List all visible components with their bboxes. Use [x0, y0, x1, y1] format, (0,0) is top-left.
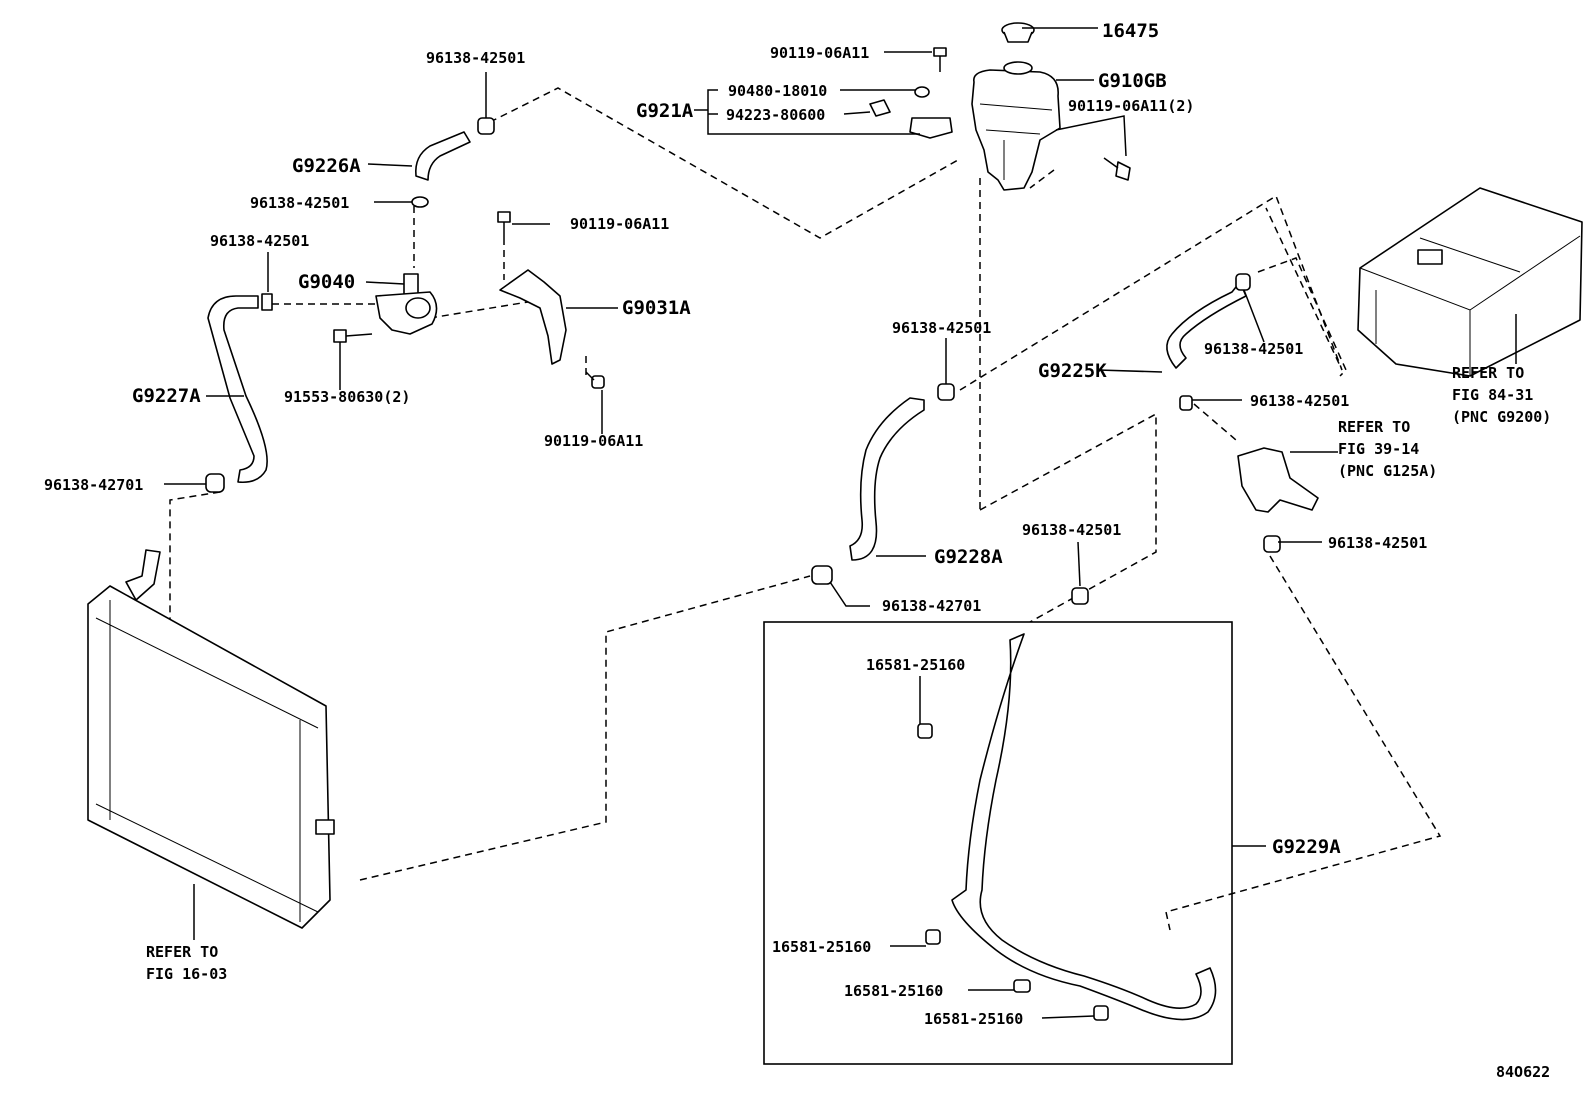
- label-clamp-inv-mid: 96138-42501: [1250, 392, 1349, 410]
- label-refer-pipe-1: REFER TO: [1338, 418, 1410, 436]
- label-clamp-42701-mid: 96138-42701: [882, 597, 981, 615]
- label-clip-4: 16581-25160: [924, 1010, 1023, 1028]
- label-g921a: G921A: [636, 100, 694, 122]
- bolt-90119-right: [1103, 157, 1131, 181]
- label-clip-2: 16581-25160: [772, 938, 871, 956]
- leader-lines: [164, 27, 1517, 1019]
- pipe-bracket: [1237, 447, 1319, 513]
- label-g9040: G9040: [298, 271, 355, 293]
- label-90480: 90480-18010: [728, 82, 827, 100]
- label-90119-bracket-bot: 90119-06A11: [544, 432, 643, 450]
- label-clamp-top: 96138-42501: [426, 49, 525, 67]
- bolt-91553: [333, 329, 373, 343]
- radiator: [87, 549, 335, 929]
- clip-2: [925, 929, 941, 945]
- hose-g9225k: [1166, 281, 1247, 369]
- bolt-90119-top: [933, 47, 947, 72]
- label-refer-inverter-1: REFER TO: [1452, 364, 1524, 382]
- label-g9031a: G9031A: [622, 297, 691, 319]
- label-clamp-g9228-top: 96138-42501: [892, 319, 991, 337]
- clamp-g9228-top: [937, 383, 955, 401]
- hose-g9229a: [951, 633, 1217, 1021]
- label-refer-pipe-3: (PNC G125A): [1338, 462, 1437, 480]
- inverter-assembly: [1357, 187, 1583, 377]
- label-clamp-box-top: 96138-42501: [1022, 521, 1121, 539]
- label-clamp-pipe-bottom: 96138-42501: [1328, 534, 1427, 552]
- label-clip-3: 16581-25160: [844, 982, 943, 1000]
- clamp-42701-left: [205, 473, 225, 493]
- water-pump: [375, 273, 438, 335]
- clamp-top: [477, 117, 495, 135]
- reservoir-tank: [971, 61, 1061, 191]
- label-90119-top: 90119-06A11: [770, 44, 869, 62]
- label-refer-inverter-3: (PNC G9200): [1452, 408, 1551, 426]
- clamp-pump-top: [411, 196, 429, 208]
- g9229a-enclosure: [763, 621, 1233, 1065]
- bolt-bracket-bottom: [585, 371, 605, 389]
- label-clamp-left: 96138-42501: [210, 232, 309, 250]
- diagram-id: 84O622: [1496, 1063, 1550, 1081]
- label-clip-1: 16581-25160: [866, 656, 965, 674]
- clamp-inv-mid: [1179, 395, 1193, 411]
- label-g9227a: G9227A: [132, 385, 201, 407]
- hose-g9226a: [414, 131, 471, 181]
- clip-3: [1013, 979, 1031, 993]
- clamp-42701-mid: [811, 565, 833, 585]
- clamp-box-top: [1071, 587, 1089, 605]
- label-16475: 16475: [1102, 20, 1159, 42]
- label-clamp-pump-top: 96138-42501: [250, 194, 349, 212]
- label-refer-pipe-2: FIG 39-14: [1338, 440, 1419, 458]
- clamp-left-small: [261, 293, 273, 311]
- clip-4: [1093, 1005, 1109, 1021]
- pump-bracket: [499, 269, 567, 365]
- label-refer-inverter-2: FIG 84-31: [1452, 386, 1533, 404]
- clamp-inv-right: [1235, 273, 1251, 291]
- label-94223: 94223-80600: [726, 106, 825, 124]
- label-91553: 91553-80630(2): [284, 388, 410, 406]
- label-g9228a: G9228A: [934, 546, 1003, 568]
- clamp-pipe-bottom: [1263, 535, 1281, 553]
- label-clamp-inv-right: 96138-42501: [1204, 340, 1303, 358]
- bolt-bracket-top: [497, 211, 511, 238]
- hose-g9227a: [207, 295, 268, 484]
- label-clamp-42701-left: 96138-42701: [44, 476, 143, 494]
- label-g9225k: G9225K: [1038, 360, 1107, 382]
- label-90119-2: 90119-06A11(2): [1068, 97, 1194, 115]
- reservoir-cap: [1001, 22, 1035, 43]
- label-refer-radiator-1: REFER TO: [146, 943, 218, 961]
- clip-1: [917, 723, 933, 739]
- label-refer-radiator-2: FIG 16-03: [146, 965, 227, 983]
- part-labels: 16475 90119-06A11 90480-18010 94223-8060…: [44, 20, 1551, 1081]
- label-g9226a: G9226A: [292, 155, 361, 177]
- label-90119-bracket-top: 90119-06A11: [570, 215, 669, 233]
- label-g910gb: G910GB: [1098, 70, 1167, 92]
- hose-g9228a: [849, 397, 925, 561]
- label-g9229a: G9229A: [1272, 836, 1341, 858]
- reservoir-bracket: [869, 86, 953, 139]
